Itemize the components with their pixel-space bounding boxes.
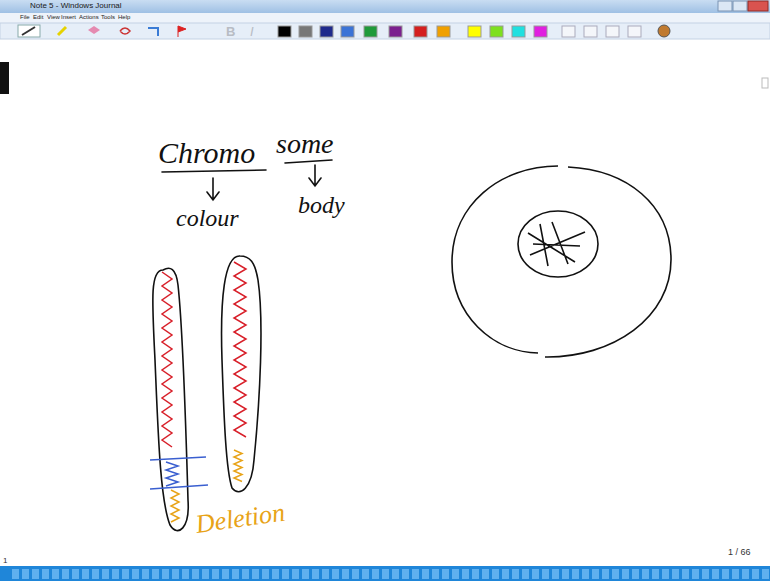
- menu-bar: [0, 13, 770, 23]
- handwritten-word: Chromo: [158, 138, 255, 168]
- scroll-marker: [762, 78, 768, 88]
- window-title: Note 5 - Windows Journal: [30, 2, 122, 10]
- deletion-markers: [150, 457, 208, 489]
- bold-button: B: [226, 25, 235, 38]
- window-button: [733, 1, 747, 11]
- toolbar: [0, 23, 770, 39]
- menu-item: View: [47, 14, 60, 20]
- window-button: [718, 1, 732, 11]
- status-bar: [0, 566, 770, 581]
- chromosome-outline: [153, 256, 261, 531]
- cell-outline: [452, 166, 671, 357]
- menu-item: Edit: [33, 14, 43, 20]
- title-bar: [0, 0, 770, 13]
- handwritten-word: colour: [176, 206, 239, 230]
- page-counter: 1 / 66: [728, 548, 751, 557]
- margin-marker: [0, 62, 9, 94]
- menu-item: File: [20, 14, 30, 20]
- handwritten-word: body: [298, 193, 345, 217]
- gene-zigzags: [162, 262, 246, 522]
- menu-item: Actions: [79, 14, 99, 20]
- deletion-label: Deletion: [194, 500, 286, 538]
- status-ticks: [12, 569, 769, 579]
- close-button: [748, 1, 768, 11]
- toolbar-icons: [18, 25, 186, 37]
- handwritten-word: some: [276, 130, 334, 158]
- menu-item: Tools: [101, 14, 115, 20]
- color-swatches: [278, 25, 670, 37]
- menu-item: Insert: [61, 14, 76, 20]
- menu-item: Help: [118, 14, 130, 20]
- page-number: 1: [3, 557, 7, 565]
- italic-button: I: [250, 25, 254, 38]
